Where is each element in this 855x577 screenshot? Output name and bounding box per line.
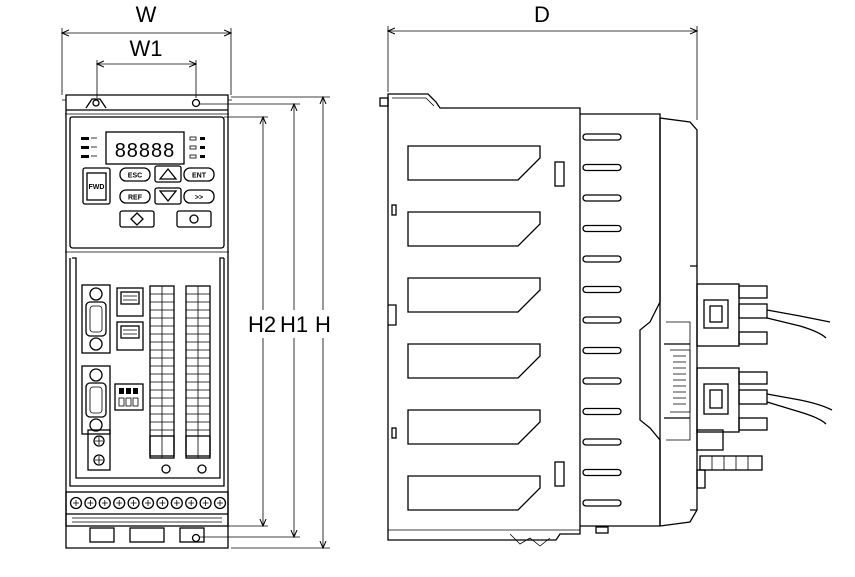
- keypad-port: FWD: [82, 167, 111, 205]
- led-indicators-left: [81, 137, 97, 158]
- h1-label: H1: [280, 312, 308, 337]
- down-arrow-icon: [158, 190, 178, 203]
- power-terminal-screw: [127, 496, 140, 510]
- screw-slot: [159, 500, 166, 506]
- fin-slot: [582, 499, 622, 507]
- fin-slot: [582, 194, 622, 202]
- side-view: D: [379, 2, 833, 547]
- led-display: 88888: [105, 131, 185, 165]
- power-terminal-screw: [141, 496, 155, 510]
- vent-slot: [407, 145, 541, 181]
- fin-slot: [582, 468, 622, 477]
- screw-slot: [217, 500, 223, 506]
- vent-slot: [407, 475, 541, 511]
- fin-slot: [582, 316, 622, 324]
- depth-dimension: D: [388, 2, 697, 120]
- power-terminal-screw: [156, 496, 169, 510]
- keypad-panel: 88888 FWD ESC: [65, 113, 229, 253]
- power-terminal-screw: [185, 496, 198, 510]
- mount-width-label: W1: [130, 36, 163, 61]
- esc-key[interactable]: ESC: [119, 167, 151, 182]
- power-terminal-screw: [98, 496, 111, 510]
- rj45-ports: [116, 287, 144, 351]
- up-key[interactable]: [154, 165, 182, 183]
- stop-icon: [189, 214, 199, 224]
- ground-terminal: [87, 429, 111, 471]
- cable-connectors: [696, 283, 833, 489]
- h-label: H: [315, 312, 331, 337]
- power-terminal-screw: [113, 496, 126, 510]
- down-key[interactable]: [154, 187, 182, 205]
- front-body: [62, 94, 232, 549]
- fin-slot: [582, 346, 622, 355]
- depth-label: D: [534, 2, 550, 27]
- fin-slot: [582, 285, 622, 294]
- vent-slot: [407, 211, 541, 247]
- width-dimension: W: [62, 2, 231, 95]
- vent-slot: [407, 409, 541, 445]
- power-terminal-screw: [84, 496, 97, 510]
- screw-slot: [145, 500, 151, 506]
- screw-slot: [87, 500, 94, 506]
- heatsink-fins: [582, 133, 622, 507]
- terminal-area: [69, 257, 225, 487]
- up-arrow-icon: [158, 167, 178, 180]
- mount-width-dimension: W1: [97, 36, 196, 98]
- side-body: [379, 93, 698, 547]
- vent-slot: [407, 277, 541, 313]
- screw-slot: [202, 500, 209, 506]
- h2-label: H2: [248, 312, 276, 337]
- led-indicators-right: [189, 136, 205, 159]
- power-terminal-screw: [69, 496, 83, 510]
- run-key[interactable]: [119, 210, 155, 228]
- port-label: FWD: [89, 184, 105, 191]
- screw-slot: [73, 500, 79, 506]
- small-terminal: [114, 383, 144, 411]
- fin-slot: [582, 255, 622, 263]
- fin-slot: [582, 438, 622, 446]
- power-terminals: [65, 491, 229, 543]
- encoder-connector-top: [81, 284, 111, 354]
- height-dimensions: H2 H1 H: [200, 97, 336, 548]
- front-cover-profile: [639, 118, 697, 526]
- width-label: W: [136, 2, 157, 27]
- fin-slot: [582, 377, 622, 385]
- control-terminal-strip-left: [149, 285, 175, 459]
- screw-slot: [188, 500, 195, 506]
- stop-key[interactable]: [176, 210, 212, 228]
- run-icon: [130, 212, 144, 226]
- fin-slot: [582, 407, 622, 416]
- vent-slot: [407, 343, 541, 379]
- encoder-connector-bottom: [81, 365, 111, 435]
- shift-key[interactable]: >>: [183, 189, 215, 204]
- ent-key[interactable]: ENT: [183, 167, 215, 182]
- power-terminal-screw: [199, 496, 212, 510]
- power-terminal-screw: [213, 496, 227, 510]
- fin-slot: [582, 163, 622, 172]
- display-digits: 88888: [115, 140, 176, 162]
- side-vents: [407, 145, 541, 511]
- esc-key-label: ESC: [128, 173, 142, 180]
- control-terminal-strip-right: [185, 285, 211, 459]
- screw-slot: [130, 500, 137, 506]
- screw-slot: [116, 500, 123, 506]
- ref-key-label: REF: [128, 195, 143, 202]
- fin-slot: [582, 133, 622, 141]
- screw-slot: [101, 500, 108, 506]
- ent-key-label: ENT: [192, 173, 207, 180]
- power-terminal-screw: [170, 496, 183, 510]
- shift-key-label: >>: [195, 195, 203, 202]
- front-view: W W1: [62, 2, 336, 548]
- ref-key[interactable]: REF: [119, 189, 151, 204]
- screw-slot: [173, 500, 180, 506]
- fin-slot: [582, 224, 622, 233]
